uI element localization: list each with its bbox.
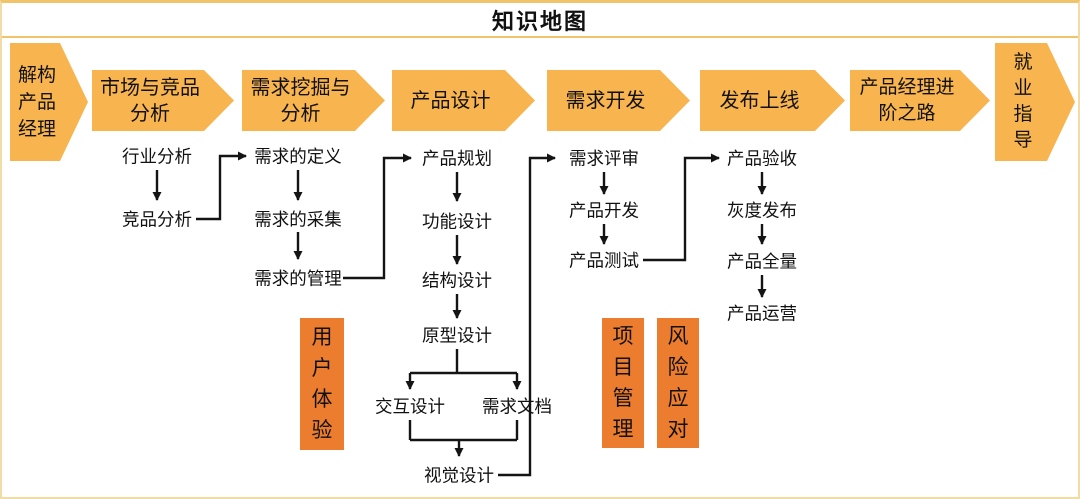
node-visual-design: 视觉设计 [424, 465, 494, 486]
node-requirement-collection: 需求的采集 [254, 209, 342, 230]
node-product-development: 产品开发 [569, 200, 639, 221]
badge-user-experience: 用 户 体 验 [300, 318, 344, 450]
badge-risk-response: 风 险 应 对 [657, 318, 699, 448]
node-requirement-doc: 需求文档 [482, 396, 552, 417]
node-product-acceptance: 产品验收 [727, 148, 797, 169]
node-prototype-design: 原型设计 [422, 325, 492, 346]
node-requirement-review: 需求评审 [569, 148, 639, 169]
badge-project-management: 项 目 管 理 [602, 318, 644, 448]
stage-requirement-development: 需求开发 [547, 70, 690, 131]
page-title: 知识地图 [491, 8, 588, 34]
node-gray-release: 灰度发布 [727, 200, 797, 221]
node-requirement-management: 需求的管理 [254, 268, 342, 289]
node-industry-analysis: 行业分析 [122, 146, 192, 167]
stage-market-competitor-analysis: 市场与竞品 分析 [92, 70, 234, 131]
stage-requirement-mining-analysis: 需求挖掘与 分析 [242, 70, 385, 131]
stage-deconstruct-product-manager: 解构 产品 经理 [10, 43, 88, 161]
node-full-release: 产品全量 [727, 251, 797, 272]
page-title-bar: 知识地图 [2, 3, 1078, 38]
stage-pm-advancement: 产品经理进 阶之路 [850, 70, 990, 131]
stage-employment-guidance: 就 业 指 导 [995, 43, 1075, 161]
node-structure-design: 结构设计 [422, 270, 492, 291]
node-product-planning: 产品规划 [422, 148, 492, 169]
stage-product-design: 产品设计 [392, 70, 535, 131]
node-function-design: 功能设计 [422, 211, 492, 232]
stage-release-launch: 发布上线 [700, 70, 845, 131]
node-product-testing: 产品测试 [569, 250, 639, 271]
node-product-operation: 产品运营 [727, 303, 797, 324]
node-requirement-definition: 需求的定义 [254, 146, 342, 167]
node-interaction-design: 交互设计 [375, 396, 445, 417]
node-competitor-analysis: 竞品分析 [122, 209, 192, 230]
